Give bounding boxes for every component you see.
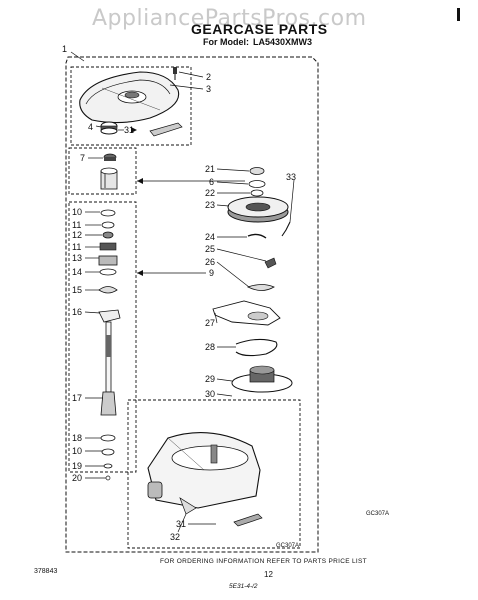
- shaft-group-box: [68, 201, 137, 473]
- bearing-group-box: [68, 147, 137, 195]
- callout-6: 6: [209, 177, 214, 187]
- callout-16: 16: [72, 307, 82, 317]
- callout-10-top: 10: [72, 207, 82, 217]
- callout-29: 29: [205, 374, 215, 384]
- shift-plate-27: [212, 300, 281, 326]
- callout-1: 1: [62, 44, 67, 54]
- callout-17: 17: [72, 393, 82, 403]
- spring-28: [235, 338, 278, 357]
- callout-11-mid: 11: [72, 242, 81, 252]
- model-prefix: For Model:: [203, 37, 249, 47]
- bearing-7: [103, 153, 117, 161]
- pin-25: [264, 257, 277, 269]
- gearcase-base: [147, 432, 261, 515]
- callout-31-top: 31: [124, 125, 134, 135]
- callout-labels: 1 2 3 4 31 7 21 6 22 23 33 10 11 12 24 1…: [62, 44, 389, 549]
- model-line: For Model: LA5430XMW3: [203, 37, 312, 47]
- callout-11-top: 11: [72, 220, 81, 230]
- document-number: 378843: [34, 568, 58, 575]
- callout-13: 13: [72, 253, 82, 263]
- model-number: LA5430XMW3: [253, 37, 313, 47]
- clip-24: [247, 233, 267, 239]
- scan-mark: [457, 8, 460, 21]
- callout-24: 24: [205, 232, 215, 242]
- callout-20: 20: [72, 473, 82, 483]
- assembly-outline: [65, 56, 319, 553]
- gearcase-cover: [79, 71, 180, 124]
- callout-23: 23: [205, 200, 215, 210]
- callout-7: 7: [80, 153, 85, 163]
- callout-21: 21: [205, 164, 215, 174]
- arrowheads: [131, 127, 143, 276]
- date-code: 5E31-4-/2: [229, 583, 258, 590]
- callout-4: 4: [88, 122, 93, 132]
- callout-3: 3: [206, 84, 211, 94]
- bearing: [100, 121, 118, 135]
- callout-25: 25: [205, 244, 215, 254]
- ordering-note: FOR ORDERING INFORMATION REFER TO PARTS …: [160, 558, 367, 565]
- page-number: 12: [264, 570, 273, 579]
- base-group-box: [127, 399, 301, 549]
- page-title: GEARCASE PARTS: [191, 21, 328, 37]
- callout-15: 15: [72, 285, 82, 295]
- callout-14: 14: [72, 267, 82, 277]
- callout-27: 27: [205, 318, 215, 328]
- diagram-code-right: GC307A: [366, 511, 389, 517]
- callout-32: 32: [170, 532, 180, 542]
- cam-26: [246, 284, 275, 291]
- callout-33: 33: [286, 172, 296, 182]
- callout-30: 30: [205, 389, 215, 399]
- diagram-code-inner: GC307A: [276, 543, 299, 549]
- callout-18: 18: [72, 433, 82, 443]
- callout-31-bottom: 31: [176, 519, 186, 529]
- watermark: AppliancePartsPros.com: [92, 6, 367, 31]
- callout-22: 22: [205, 188, 215, 198]
- callout-2: 2: [206, 72, 211, 82]
- main-gear-23: [227, 196, 289, 223]
- callout-28: 28: [205, 342, 215, 352]
- pinion-29: [231, 365, 293, 393]
- shaft-stack: [98, 209, 121, 481]
- washer-22: [250, 189, 264, 197]
- screw: [173, 67, 177, 80]
- seal-tube: [149, 122, 183, 137]
- callout-26: 26: [205, 257, 215, 267]
- bushing-8: [100, 167, 118, 190]
- callout-10-bottom: 10: [72, 446, 82, 456]
- ring-6: [248, 180, 266, 188]
- callout-12: 12: [72, 230, 82, 240]
- seal-tube-31: [233, 513, 263, 527]
- cover-group-box: [70, 66, 192, 146]
- spring-33: [281, 221, 291, 237]
- callout-19: 19: [72, 461, 82, 471]
- washer-21: [249, 167, 265, 175]
- callout-9: 9: [209, 268, 214, 278]
- leader-lines: [70, 51, 295, 533]
